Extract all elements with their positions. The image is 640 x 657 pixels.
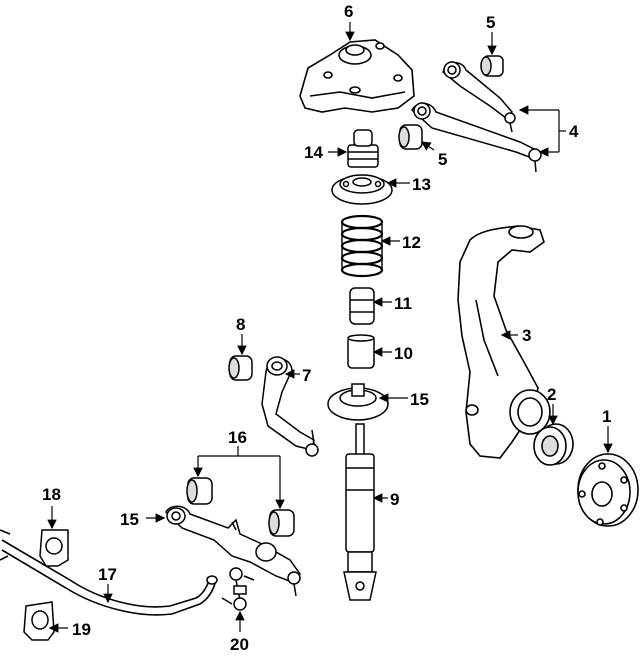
callout-16: 16 <box>228 428 247 447</box>
callout-18: 18 <box>42 485 61 504</box>
callout-15-upper: 15 <box>410 390 429 409</box>
callout-2: 2 <box>547 385 556 404</box>
callout-4: 4 <box>569 122 579 141</box>
callout-5-lower: 5 <box>438 150 447 169</box>
part-1-wheel-hub <box>577 453 639 527</box>
part-4-upper-control-arms <box>411 61 542 173</box>
callout-8: 8 <box>236 315 245 334</box>
callout-14: 14 <box>304 143 323 162</box>
callout-15-lower: 15 <box>120 510 139 529</box>
callout-6: 6 <box>344 2 353 21</box>
part-8-bushing <box>228 355 253 381</box>
part-6-strut-mount <box>299 39 415 113</box>
callout-20: 20 <box>230 635 249 652</box>
callout-13: 13 <box>412 175 431 194</box>
callout-9: 9 <box>390 490 399 509</box>
part-2-wheel-bearing <box>533 423 574 466</box>
part-10-dust-boot <box>347 334 375 369</box>
callout-10: 10 <box>394 344 413 363</box>
part-12-coil-spring <box>340 214 384 278</box>
part-18-stabilizer-bushing <box>39 529 69 567</box>
part-15-control-arm <box>165 505 301 597</box>
part-14-bearing <box>347 129 379 168</box>
part-5-lower-bushing <box>398 124 423 150</box>
callout-7: 7 <box>302 366 311 385</box>
part-5-upper-bushing <box>480 55 504 77</box>
callout-17: 17 <box>98 565 117 584</box>
leader-lines <box>47 22 613 633</box>
part-13-spring-seat <box>331 174 393 205</box>
callout-12: 12 <box>402 233 421 252</box>
callout-5-upper: 5 <box>486 13 495 32</box>
part-16-bushings <box>186 477 295 537</box>
part-9-shock-absorber <box>343 423 377 601</box>
part-15-lower-spring-seat <box>327 383 389 421</box>
part-19-bracket <box>23 601 55 641</box>
callout-1: 1 <box>602 407 611 426</box>
callout-19: 19 <box>72 620 91 639</box>
callout-3: 3 <box>522 326 531 345</box>
part-17-stabilizer-bar <box>0 529 218 616</box>
part-11-bump-stop <box>349 287 375 325</box>
callout-11: 11 <box>394 294 412 313</box>
part-3-steering-knuckle <box>457 225 551 459</box>
part-20-stabilizer-link <box>221 567 255 611</box>
